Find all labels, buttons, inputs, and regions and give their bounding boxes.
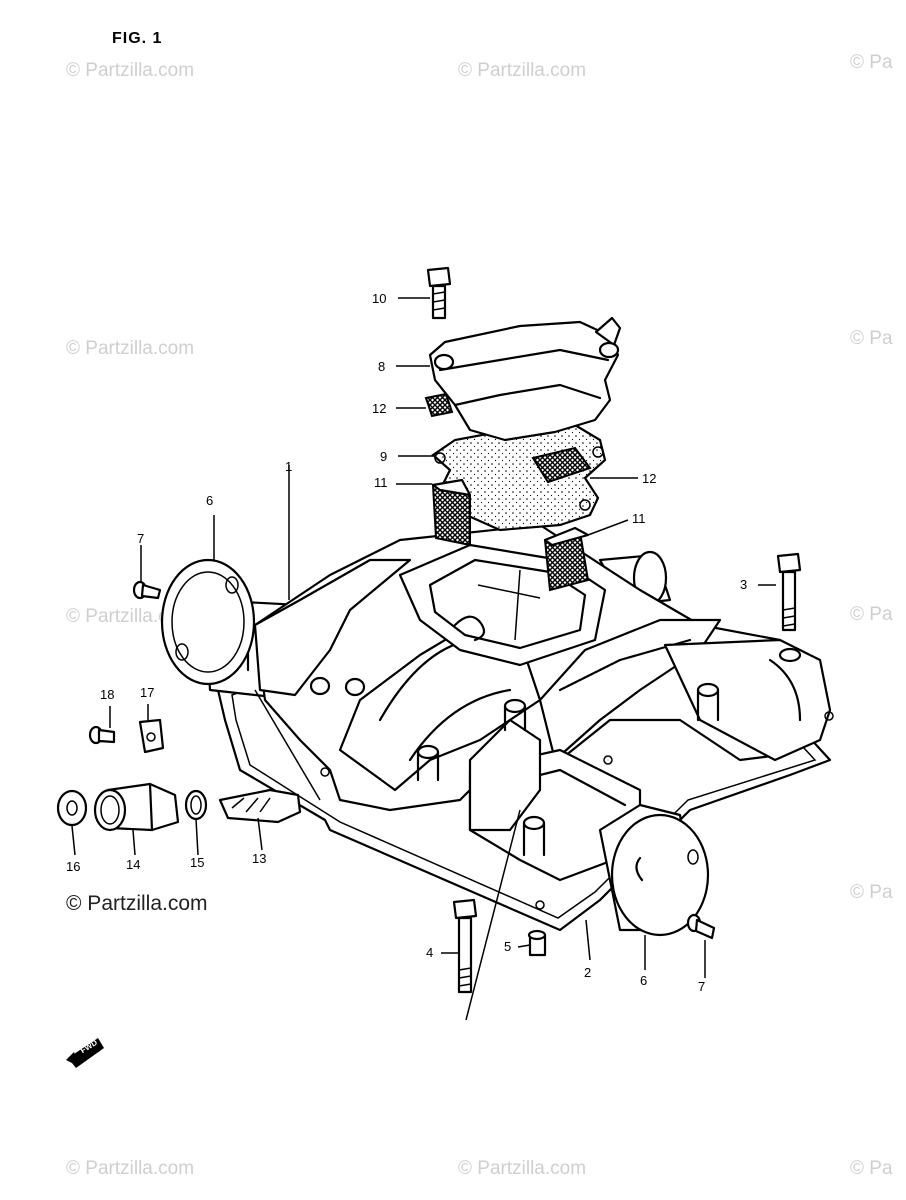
callout-16: 16 <box>66 859 81 874</box>
callout-6-front: 6 <box>640 973 648 988</box>
screw-7-right <box>686 913 716 940</box>
callout-18: 18 <box>100 687 115 702</box>
callout-8: 8 <box>378 359 386 374</box>
callout-13: 13 <box>252 851 267 866</box>
callout-12-right: 12 <box>642 471 657 486</box>
cover-8 <box>428 316 622 442</box>
watermark: © Pa <box>850 604 893 625</box>
watermark: © Partzilla.com <box>66 60 195 81</box>
watermark: © Partzilla.com <box>66 338 195 359</box>
callout-15: 15 <box>190 855 205 870</box>
watermark: © Pa <box>850 1158 893 1179</box>
callout-3: 3 <box>740 577 748 592</box>
end-cap-6-front <box>598 803 710 937</box>
watermark: © Pa <box>850 328 893 349</box>
fwd-arrow-icon <box>66 1038 104 1068</box>
sensor-13 <box>218 788 302 824</box>
callout-5: 5 <box>504 939 512 954</box>
watermark-dark: © Partzilla.com <box>66 892 208 915</box>
watermark: © Partzilla.com <box>458 1158 587 1179</box>
o-ring-15 <box>184 789 208 821</box>
callout-7-right: 7 <box>698 979 706 994</box>
watermark: © Pa <box>850 882 893 903</box>
leader-lines <box>71 297 776 1021</box>
screen-12-left <box>424 392 454 418</box>
callout-12-left: 12 <box>372 401 387 416</box>
callout-9: 9 <box>380 449 388 464</box>
callout-6-rear: 6 <box>206 493 214 508</box>
washer-16 <box>56 789 88 827</box>
callout-10: 10 <box>372 291 387 306</box>
callout-11-left: 11 <box>374 475 388 490</box>
sleeve-14 <box>93 782 180 832</box>
callout-17: 17 <box>140 685 155 700</box>
callout-1-top: 1 <box>285 459 293 474</box>
screen-11-right <box>543 526 590 592</box>
callout-7-left: 7 <box>137 531 145 546</box>
figure-title: FIG. 1 <box>112 30 163 47</box>
screw-18 <box>88 725 116 745</box>
watermark: © Partzilla.com <box>458 60 587 81</box>
clamp-17 <box>138 718 165 754</box>
callout-2: 2 <box>584 965 592 980</box>
screen-11-left <box>431 478 472 547</box>
bolt-10 <box>426 266 452 320</box>
callout-11-right: 11 <box>632 511 646 526</box>
screw-7-left <box>132 580 162 600</box>
bolt-4 <box>452 898 478 994</box>
callout-4: 4 <box>426 945 434 960</box>
end-cap-6-rear <box>160 558 256 686</box>
callout-14: 14 <box>126 857 141 872</box>
screen-12-right <box>531 446 592 484</box>
watermark: © Partzilla.com <box>66 1158 195 1179</box>
bolt-3 <box>776 552 802 632</box>
dowel-5 <box>527 929 547 957</box>
watermark: © Pa <box>850 52 893 73</box>
